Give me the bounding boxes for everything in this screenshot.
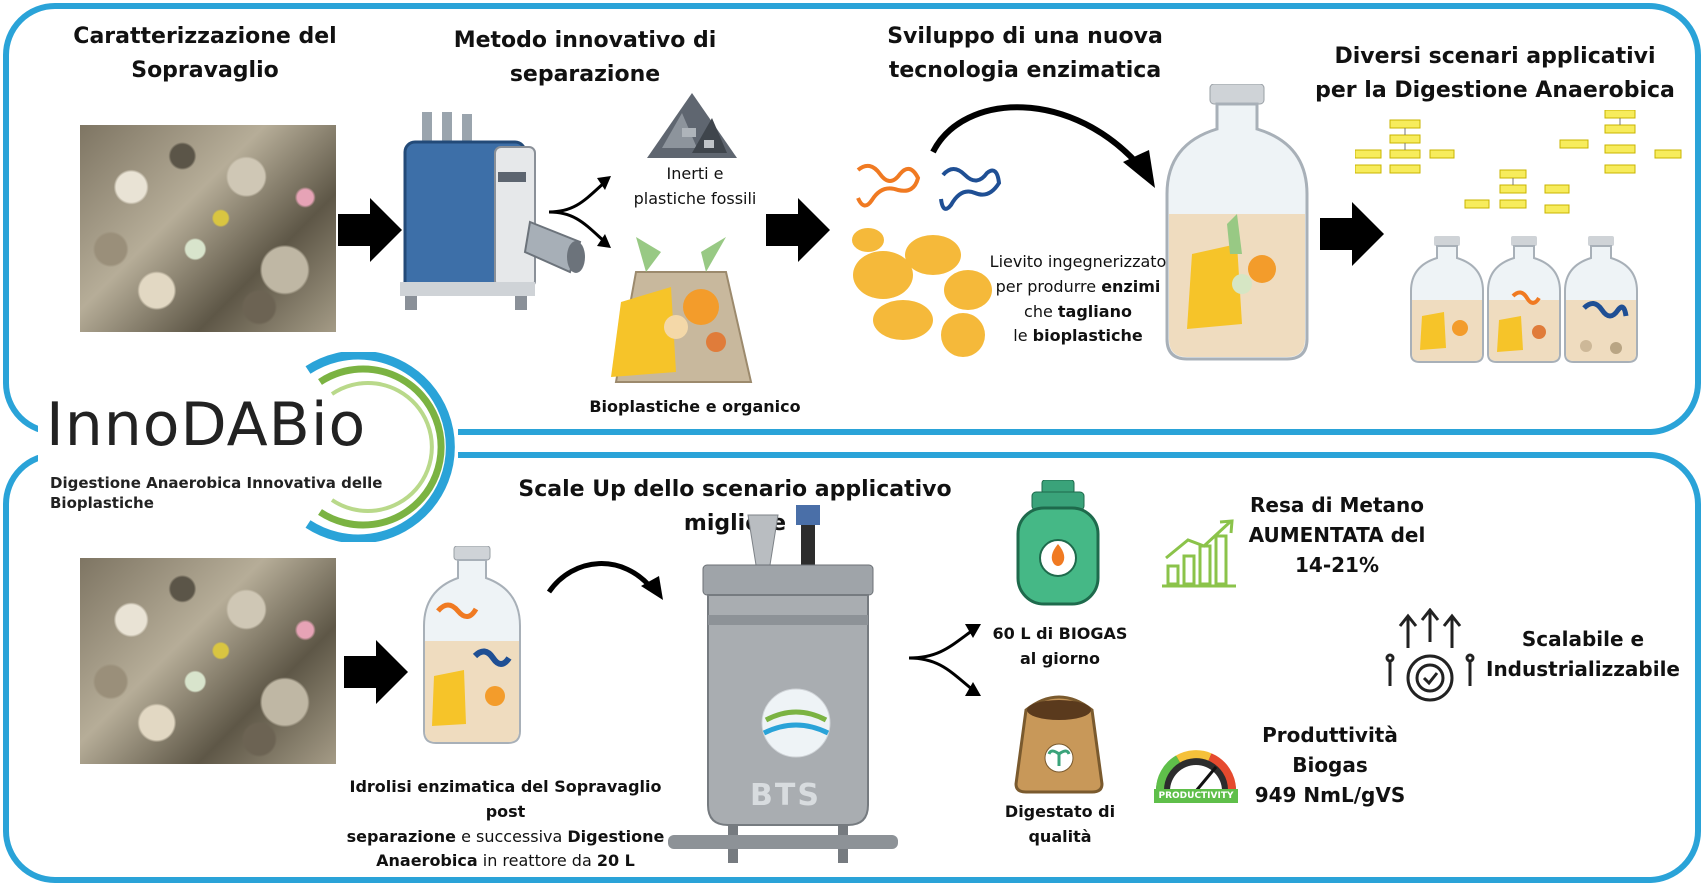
growth-chart-icon bbox=[1162, 519, 1236, 588]
arrow-right-icon bbox=[766, 198, 830, 262]
waste-photo bbox=[80, 558, 336, 764]
inerts-label: Inerti e plastiche fossili bbox=[633, 164, 757, 208]
arrow-right-icon bbox=[1320, 202, 1384, 266]
logo: InnoDABio Digestione Anaerobica Innovati… bbox=[38, 352, 458, 542]
logo-arc-icon bbox=[305, 352, 455, 542]
step-separation-title: Metodo innovativo di separazione bbox=[453, 28, 717, 88]
digestate-label: Digestato di qualità bbox=[1004, 802, 1116, 846]
top-panel bbox=[3, 3, 1701, 435]
inerts-pile-icon bbox=[647, 93, 737, 158]
reactor-icon bbox=[668, 505, 898, 863]
arrow-right-icon bbox=[338, 198, 402, 262]
productivity-gauge-icon bbox=[1154, 750, 1238, 803]
scenario-flowcharts-icon bbox=[1355, 110, 1682, 214]
split-arrow-icon bbox=[908, 624, 981, 696]
step-scenarios-title: Diversi scenari applicativi per la Diges… bbox=[1315, 44, 1675, 104]
bioplastic-bag-icon bbox=[611, 237, 753, 383]
arrow-right-icon bbox=[344, 640, 408, 704]
curved-arrow-icon bbox=[930, 104, 1155, 188]
logo-name: InnoDABio bbox=[46, 390, 367, 460]
yeast-caption: Lievito ingegnerizzato per produrre enzi… bbox=[989, 252, 1167, 346]
bottom-panel bbox=[3, 452, 1701, 883]
scalable-label: Scalabile e Industrializzabile bbox=[1486, 627, 1680, 681]
productivity-stat: Produttività Biogas 949 NmL/gVS bbox=[1254, 723, 1406, 807]
gas-cylinder-icon bbox=[1016, 480, 1100, 606]
gauge-label: PRODUCTIVITY bbox=[1158, 791, 1234, 801]
biogas-label: 60 L di BIOGAS al giorno bbox=[992, 624, 1128, 668]
step-enzymatic-title: Sviluppo di una nuova tecnologia enzimat… bbox=[887, 24, 1163, 84]
hydrolysis-bottle-icon bbox=[423, 546, 521, 744]
digestate-sack-icon bbox=[1014, 695, 1104, 794]
logo-tagline: Digestione Anaerobica Innovativa delle B… bbox=[50, 474, 383, 513]
scenario-bottle-icon bbox=[1564, 236, 1638, 363]
reactor-bottle-icon bbox=[1165, 84, 1309, 361]
scalable-gear-icon bbox=[1385, 608, 1475, 702]
scenario-bottle-icon bbox=[1410, 236, 1484, 363]
separation-machine-icon bbox=[400, 112, 585, 310]
reactor-label: BTS bbox=[750, 778, 821, 813]
split-arrow-icon bbox=[548, 176, 611, 248]
methane-yield-stat: Resa di Metano AUMENTATA del 14-21% bbox=[1248, 493, 1426, 577]
bioplastics-label: Bioplastiche e organico bbox=[589, 397, 801, 416]
enzyme-yeast-icon bbox=[852, 163, 1002, 357]
scenario-bottle-icon bbox=[1487, 236, 1561, 363]
waste-photo bbox=[80, 125, 336, 332]
hydrolysis-caption: Idrolisi enzimatica del Sopravaglio post… bbox=[346, 777, 665, 871]
step-characterization-title: Caratterizzazione del Sopravaglio bbox=[73, 24, 337, 84]
curved-arrow-icon bbox=[546, 561, 663, 600]
